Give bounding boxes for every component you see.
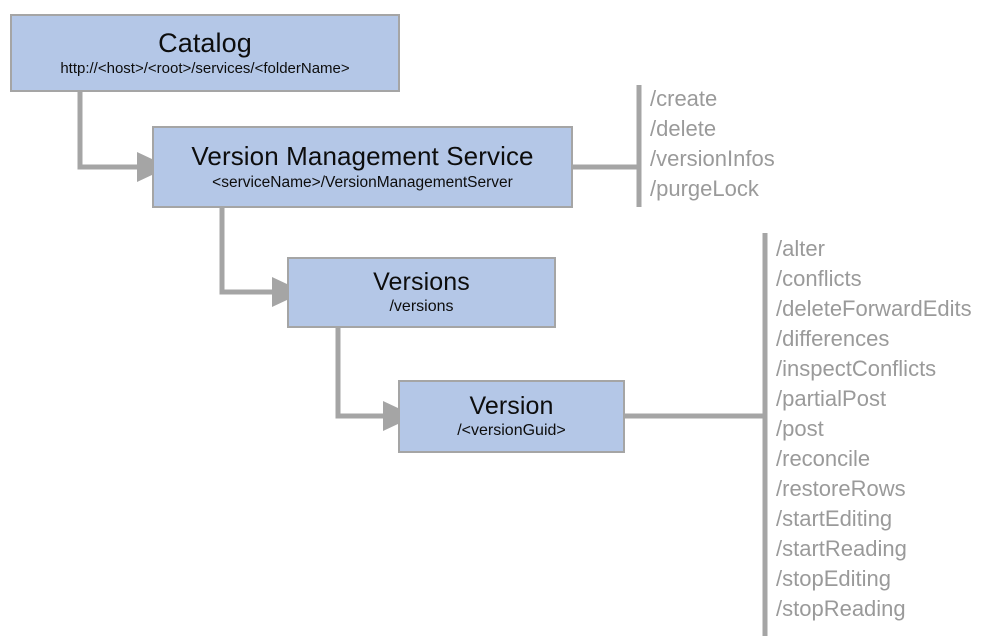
- node-versions[interactable]: Versions /versions: [287, 257, 556, 328]
- version-operation-item[interactable]: /stopEditing: [776, 566, 891, 591]
- node-catalog-subtitle: http://<host>/<root>/services/<folderNam…: [60, 59, 350, 77]
- version-operation-item[interactable]: /deleteForwardEdits: [776, 296, 972, 321]
- connector-service-to-versions: [219, 208, 304, 307]
- connector-service-to-operations: [573, 85, 642, 207]
- version-operation-item[interactable]: /startEditing: [776, 506, 893, 531]
- connector-version-to-operations: [625, 233, 768, 636]
- version-operation-item[interactable]: /conflicts: [776, 266, 862, 291]
- service-operation-item[interactable]: /purgeLock: [650, 176, 759, 201]
- version-operation-item[interactable]: /restoreRows: [776, 476, 906, 501]
- node-version-management-service-title: Version Management Service: [191, 140, 534, 171]
- node-versions-subtitle: /versions: [389, 298, 454, 316]
- version-operation-item[interactable]: /startReading: [776, 536, 907, 561]
- version-operation-item[interactable]: /stopReading: [776, 596, 906, 621]
- service-operation-item[interactable]: /create: [650, 86, 718, 111]
- connector-catalog-to-service: [77, 92, 169, 182]
- node-versions-title: Versions: [373, 267, 470, 296]
- node-catalog[interactable]: Catalog http://<host>/<root>/services/<f…: [10, 14, 400, 92]
- version-operation-item[interactable]: /post: [776, 416, 824, 441]
- service-operation-list: /create/delete/versionInfos/purgeLock: [650, 84, 775, 204]
- version-operation-item[interactable]: /inspectConflicts: [776, 356, 937, 381]
- node-version-management-service-subtitle: <serviceName>/VersionManagementServer: [212, 174, 513, 192]
- service-operation-item[interactable]: /versionInfos: [650, 146, 775, 171]
- version-operation-list: /alter/conflicts/deleteForwardEdits/diff…: [776, 234, 972, 624]
- connector-versions-to-version: [335, 328, 415, 431]
- version-operation-item[interactable]: /differences: [776, 326, 890, 351]
- node-version-subtitle: /<versionGuid>: [457, 422, 566, 440]
- node-version-title: Version: [469, 391, 554, 420]
- node-version-management-service[interactable]: Version Management Service <serviceName>…: [152, 126, 573, 208]
- version-operation-item[interactable]: /reconcile: [776, 446, 871, 471]
- node-version[interactable]: Version /<versionGuid>: [398, 380, 625, 453]
- node-catalog-title: Catalog: [158, 28, 252, 59]
- version-operation-item[interactable]: /alter: [776, 236, 825, 261]
- service-operation-item[interactable]: /delete: [650, 116, 717, 141]
- version-operation-item[interactable]: /partialPost: [776, 386, 887, 411]
